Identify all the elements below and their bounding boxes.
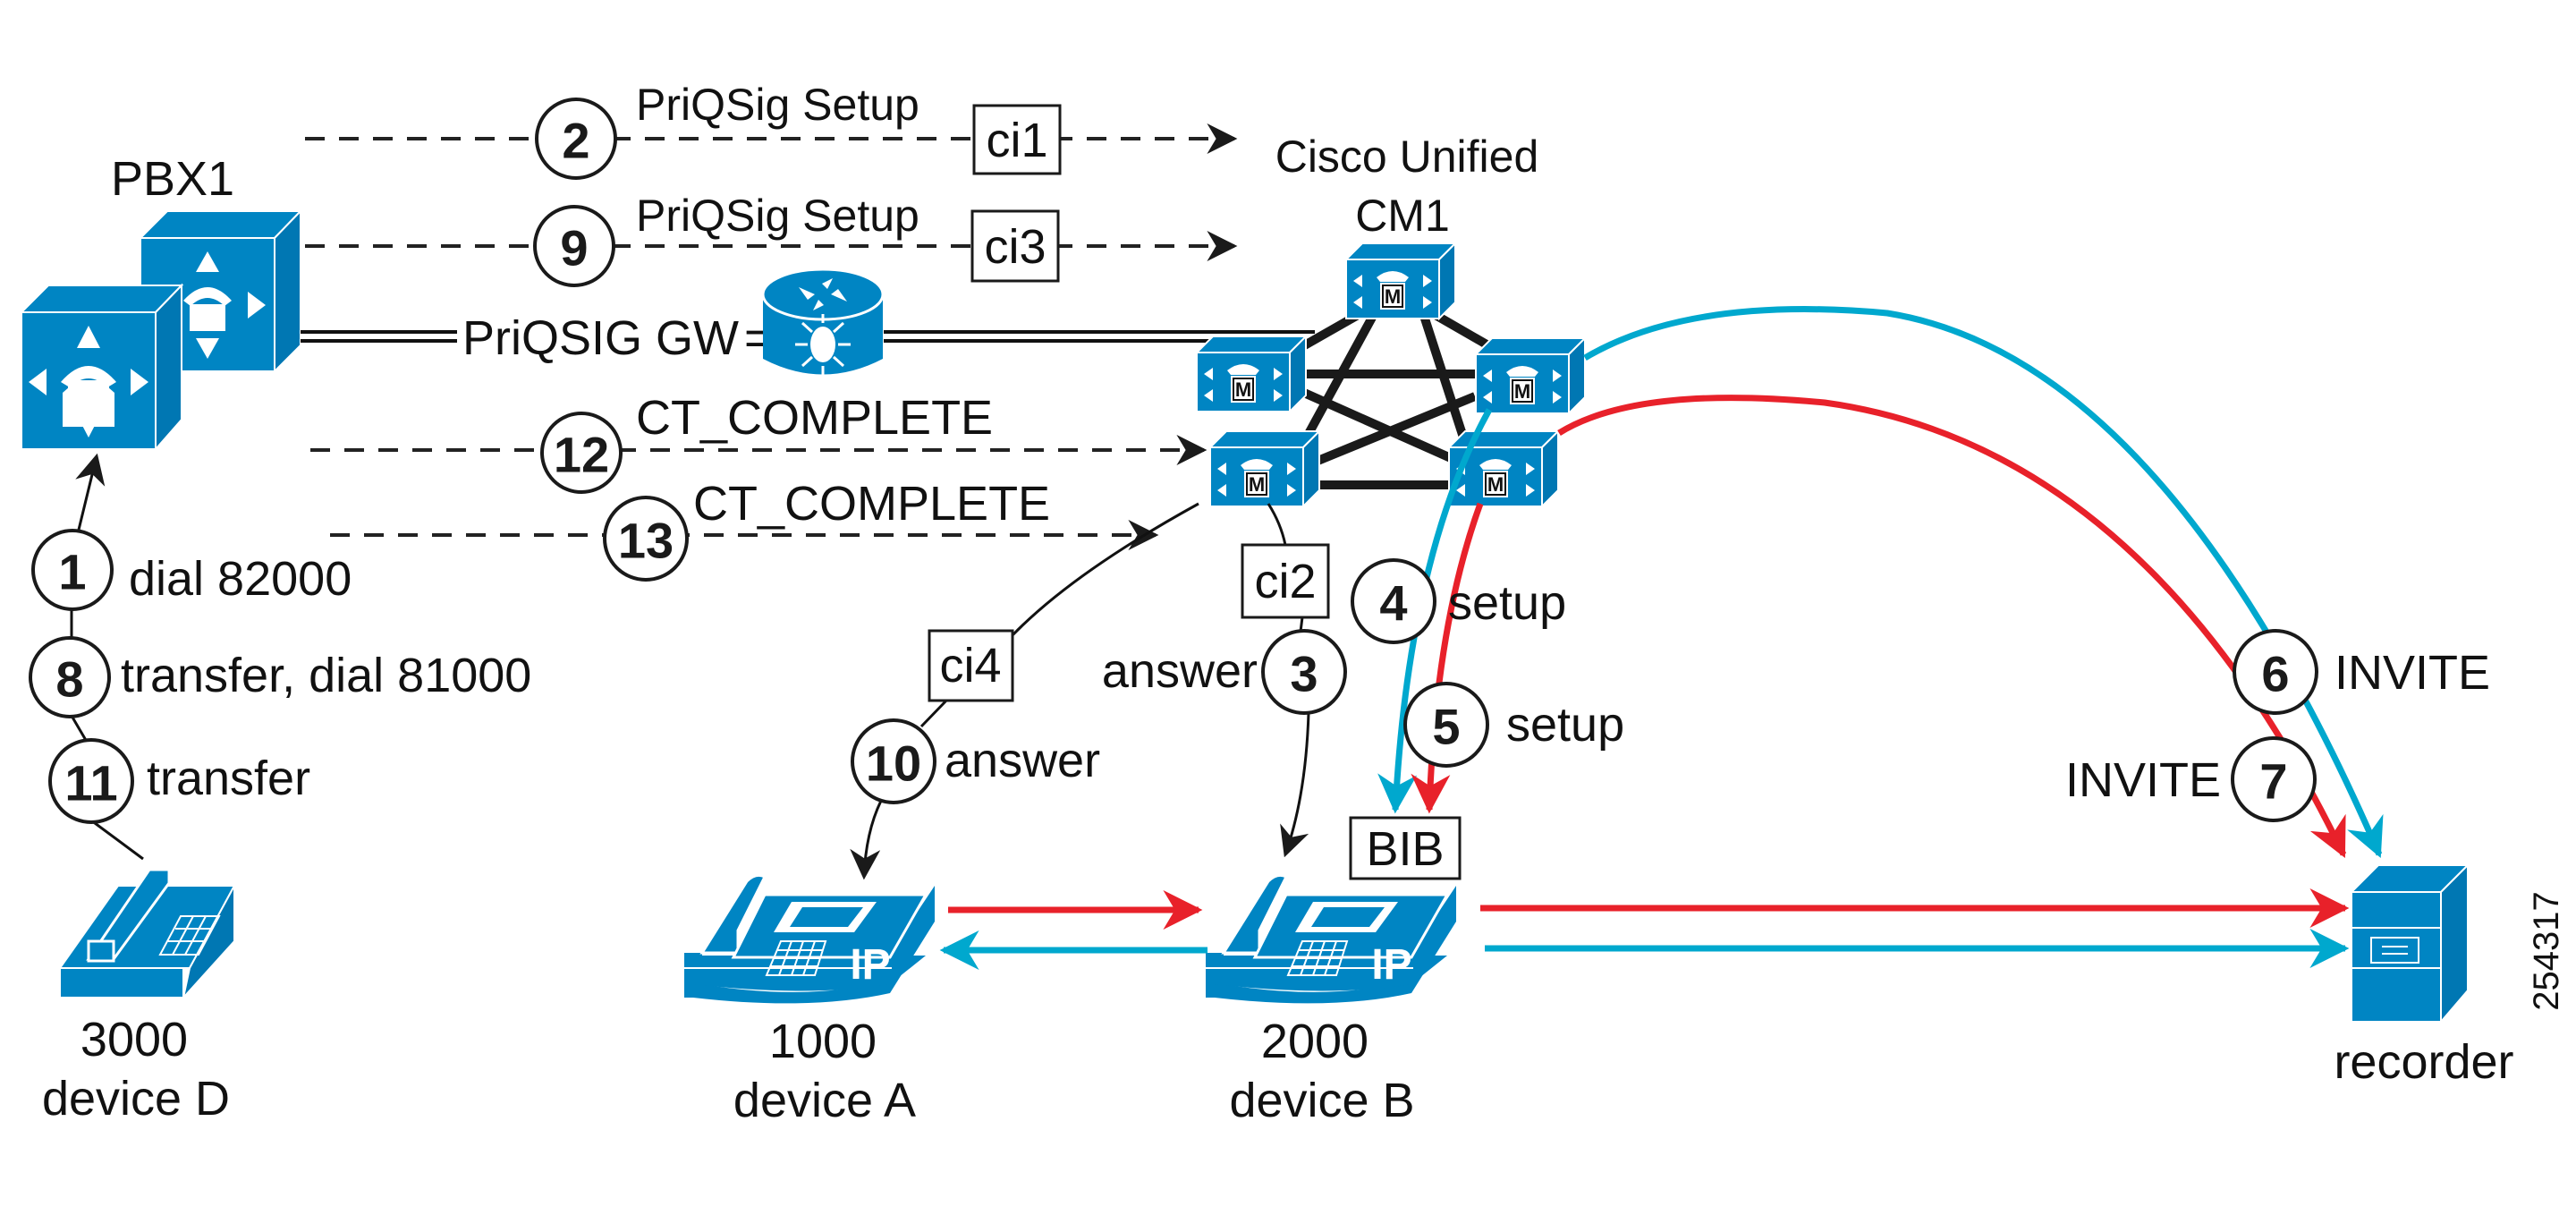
- step-9-number: 9: [560, 220, 588, 276]
- cm-node-left: [1196, 336, 1307, 412]
- step-8-label: transfer, dial 81000: [121, 649, 531, 702]
- recorder-icon: [2349, 862, 2470, 1024]
- device-a-signal-line: [1011, 502, 1199, 637]
- step-4-circle: [1351, 558, 1436, 644]
- step-3-label: answer: [1102, 644, 1258, 698]
- device-b-name: device B: [1229, 1074, 1414, 1127]
- gateway-router-icon: [761, 268, 885, 375]
- device-d-name: device D: [42, 1072, 230, 1126]
- step-6-number: 6: [2261, 646, 2289, 702]
- step-13-circle: [603, 496, 689, 582]
- step-4-label: setup: [1448, 576, 1566, 630]
- bib-box: [1349, 816, 1462, 880]
- ci4-label: ci4: [939, 639, 1001, 692]
- step-10-circle: [851, 718, 936, 804]
- step-2-number: 2: [562, 113, 589, 169]
- step-11-number: 11: [64, 755, 117, 811]
- step-10-number: 10: [866, 735, 921, 792]
- figure-id: 254317: [2527, 891, 2566, 1010]
- step-8-number: 8: [55, 651, 83, 708]
- step-6-invite-arrow: [1583, 306, 2384, 859]
- cm-label-line2: CM1: [1355, 191, 1450, 241]
- step-6-circle: [2233, 629, 2318, 715]
- step-5-circle: [1403, 682, 1489, 768]
- step-2-circle: [535, 98, 617, 180]
- ci3-label: ci3: [984, 220, 1046, 274]
- ci2-label: ci2: [1254, 555, 1316, 608]
- pbx-label: PBX1: [111, 152, 234, 206]
- gateway-label: PriQSIG GW: [462, 311, 739, 365]
- device-a-number: 1000: [769, 1015, 877, 1068]
- cm-node-bottom-left: [1209, 430, 1320, 507]
- step-7-label: INVITE: [2065, 753, 2221, 807]
- cm-node-right: [1475, 337, 1586, 414]
- device-b-number: 2000: [1261, 1015, 1368, 1068]
- step-11-label: transfer: [147, 752, 310, 805]
- step-7-invite-arrow: [1557, 395, 2347, 858]
- ci3-box: [970, 209, 1060, 283]
- step-1-circle: [31, 529, 114, 611]
- device-d-number: 3000: [80, 1013, 188, 1066]
- step-11-circle: [48, 738, 134, 824]
- step-8-circle: [29, 636, 111, 718]
- ci1-box: [972, 104, 1062, 175]
- step-13-label: CT_COMPLETE: [693, 477, 1050, 531]
- step-7-circle: [2231, 736, 2317, 822]
- step-7-number: 7: [2259, 753, 2287, 810]
- step-3-number: 3: [1290, 646, 1318, 702]
- step-1-number: 1: [58, 544, 86, 600]
- step-13-number: 13: [618, 513, 674, 569]
- cm-node-top: [1345, 242, 1456, 319]
- cm-node-bottom-right: [1448, 430, 1559, 507]
- device-a-phone-icon: [682, 873, 936, 1005]
- step-12-number: 12: [554, 427, 609, 483]
- step-10-label: answer: [945, 734, 1100, 787]
- device-d-phone-icon: [58, 868, 236, 1001]
- ci2-box: [1241, 543, 1330, 619]
- step-12-circle: [540, 412, 623, 494]
- step-9-circle: [533, 205, 615, 287]
- bib-label: BIB: [1366, 822, 1444, 876]
- step-6-label: INVITE: [2334, 646, 2490, 700]
- step-3-circle: [1261, 629, 1347, 715]
- device-b-phone-icon: [1204, 873, 1458, 1005]
- ci4-box: [928, 629, 1014, 702]
- pbx-icon: [19, 208, 303, 452]
- step-1-label: dial 82000: [129, 552, 352, 606]
- step-12-label: CT_COMPLETE: [636, 391, 993, 445]
- step-4-number: 4: [1379, 575, 1407, 632]
- device-d-signal-line: [72, 456, 144, 861]
- step-2-label: PriQSig Setup: [636, 80, 919, 130]
- cm-label-line1: Cisco Unified: [1275, 132, 1539, 182]
- step-9-label: PriQSig Setup: [636, 191, 919, 241]
- step-5-label: setup: [1506, 698, 1624, 752]
- step-5-number: 5: [1432, 699, 1460, 755]
- device-a-name: device A: [733, 1074, 916, 1127]
- device-a-signal-line-lower: [864, 699, 948, 877]
- recorder-label: recorder: [2334, 1035, 2513, 1089]
- ci1-label: ci1: [986, 114, 1047, 167]
